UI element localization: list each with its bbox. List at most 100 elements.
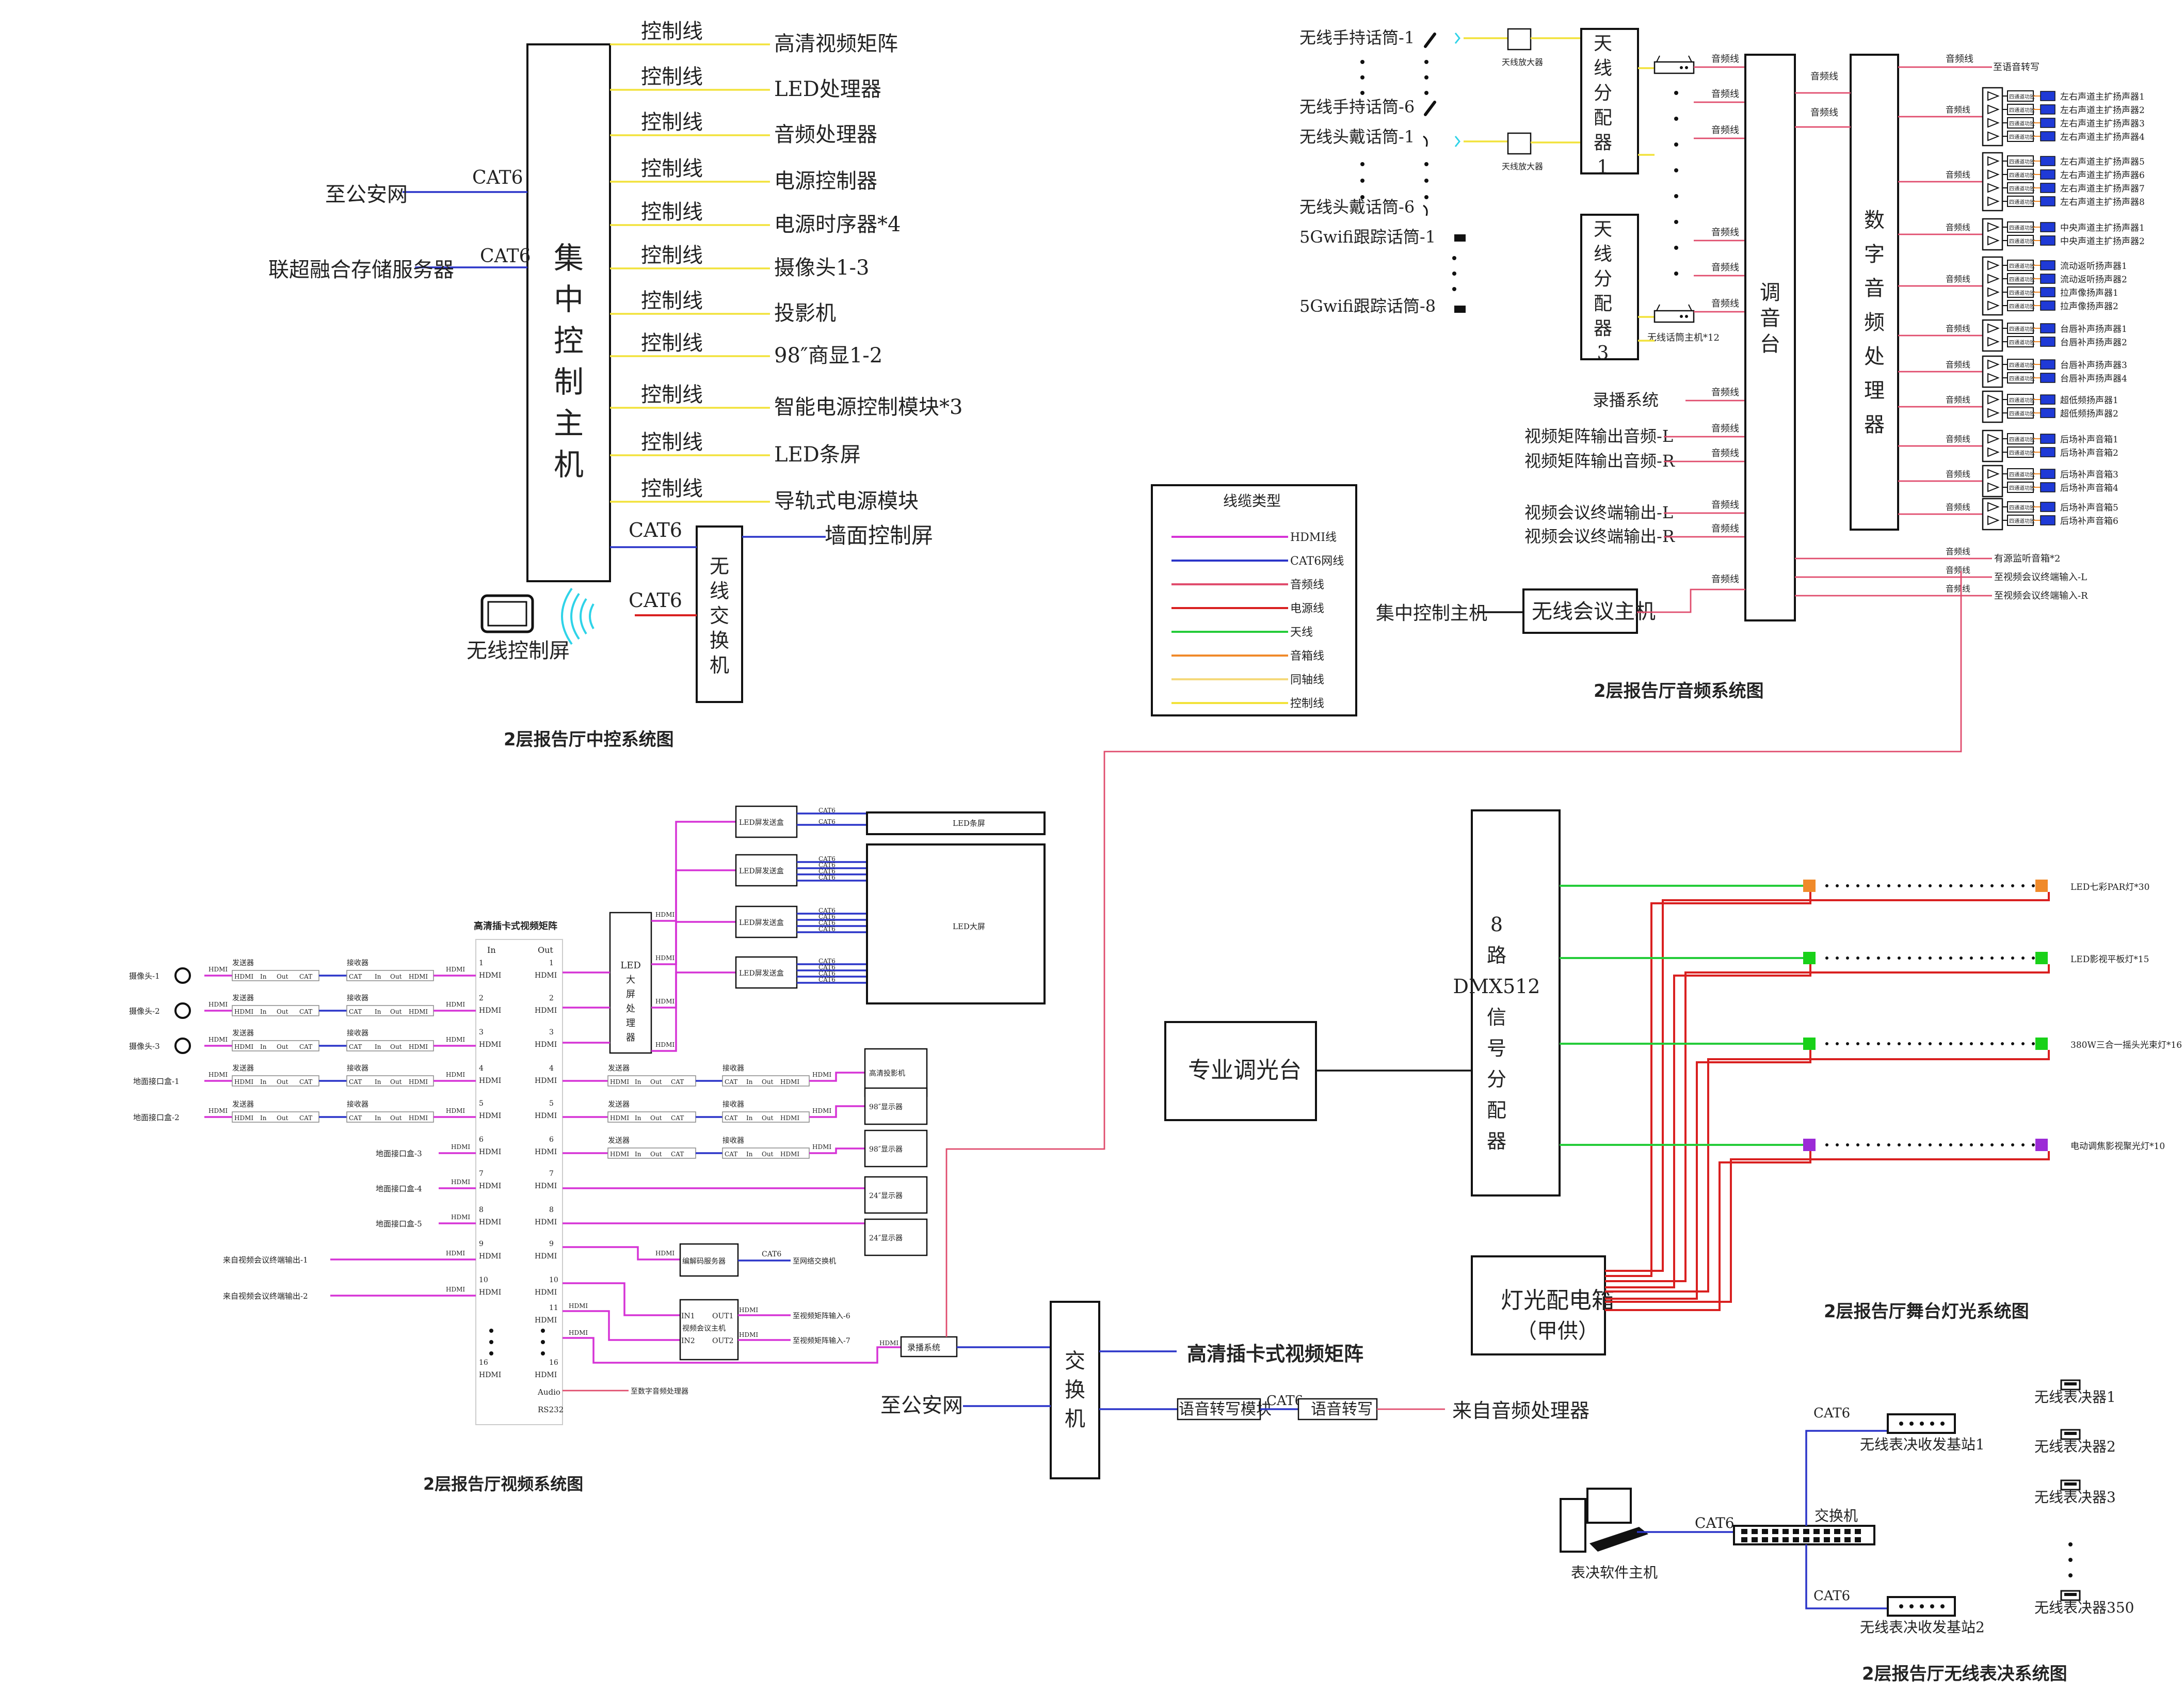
matrix-in-num-6: 7 — [479, 1170, 484, 1178]
out-sender-in-1: In — [635, 1114, 641, 1122]
matrix-ports: 1HDMI2HDMI3HDMI4HDMI5HDMI6HDMI7HDMI8HDMI… — [479, 959, 558, 1379]
dsp-char-5: 理 — [1864, 379, 1885, 403]
speaker-icon-8-1 — [2040, 482, 2055, 492]
speaker-group-line-9: 音频线 — [1946, 502, 1970, 512]
control-line-label-6: 控制线 — [641, 289, 703, 313]
sender-cat-0: CAT — [299, 973, 312, 980]
led-cat6-0-1: CAT6 — [818, 818, 836, 825]
led-cat6-3-1: CAT6 — [818, 964, 836, 971]
dmx-char-1: 路 — [1487, 944, 1506, 967]
splitter1-char-5: 1 — [1597, 157, 1609, 178]
base-station-leds — [1899, 1422, 1945, 1608]
light-fixture-label-3: 电动调焦影视聚光灯*10 — [2070, 1141, 2165, 1152]
receiver-in-0: In — [375, 973, 381, 980]
receiver-cat-1: CAT — [349, 1008, 362, 1015]
to-matrix-input-7-label: 至视频矩阵输入-7 — [793, 1337, 850, 1345]
wireless-switch-char-3: 换 — [710, 629, 729, 652]
receiver-hdmi-2: HDMI — [409, 1043, 428, 1050]
wireless-conference-host — [1522, 588, 1638, 634]
mixer-in-audio-line-1: 音频线 — [1711, 89, 1739, 100]
network-switch-label: 交换机 — [1065, 1349, 1085, 1431]
matrix-out-num-9: 10 — [549, 1276, 558, 1284]
conf-out1-label: OUT1 — [712, 1312, 734, 1320]
amp-channel-7-0: 四通道功放 — [2009, 436, 2035, 443]
to-dsp-label: 至数字音频处理器 — [631, 1387, 688, 1396]
src-hdmi-7: HDMI — [451, 1214, 470, 1221]
rx-hdmi-2: HDMI — [446, 1036, 465, 1043]
lighting-console-label: 专业调光台 — [1188, 1057, 1302, 1083]
matrix-out-hdmi-10: HDMI — [535, 1316, 557, 1325]
speaker-1-1: 左右声道主扩扬声器6 — [2060, 170, 2145, 181]
matrix-in-num-2: 3 — [479, 1028, 484, 1036]
light-fixture-first-2 — [1803, 1038, 1816, 1050]
voting-system-title: 2层报告厅无线表决系统图 — [1862, 1664, 2067, 1684]
legend-item-2: 音频线 — [1290, 579, 1324, 592]
to-matrix-input-6-label: 至视频矩阵输入-6 — [793, 1312, 850, 1320]
splitter3-char-2: 分 — [1594, 268, 1612, 290]
speaker-5-1: 台唇补声扬声器4 — [2060, 374, 2127, 384]
audio-system-title: 2层报告厅音频系统图 — [1594, 681, 1764, 701]
amp-channel-5-1: 四通道功放 — [2009, 375, 2035, 382]
amp-channel-1-3: 四通道功放 — [2009, 199, 2035, 205]
led-cat6-3-3: CAT6 — [818, 976, 836, 983]
speaker-0-0: 左右声道主扩扬声器1 — [2060, 92, 2145, 102]
speaker-icon-4-1 — [2040, 337, 2055, 347]
out-sender-out-2: Out — [650, 1151, 662, 1158]
out-rx-hdmi-1: HDMI — [812, 1107, 831, 1114]
control-device-10: 导轨式电源模块 — [774, 489, 919, 513]
out-receiver-in-2: In — [746, 1151, 753, 1158]
receiver-cat-3: CAT — [349, 1078, 362, 1086]
audio-source-line-2: 音频线 — [1711, 448, 1739, 459]
speaker-icon-0-1 — [2040, 104, 2055, 115]
out-sender-label-0: 发送器 — [608, 1064, 630, 1073]
splitter3-char-1: 线 — [1594, 244, 1612, 265]
tracking-mic-icons — [1454, 234, 1466, 313]
led-cat6-2-3: CAT6 — [818, 926, 836, 933]
receiver-hdmi-1: HDMI — [409, 1008, 428, 1015]
amp-channel-9-0: 四通道功放 — [2009, 504, 2035, 511]
control-line-label-0: 控制线 — [641, 20, 703, 43]
cat6-label-3: CAT6 — [629, 519, 682, 541]
wifi-icon — [561, 587, 595, 645]
audio-source-4: 视频会议终端输出-R — [1524, 527, 1675, 546]
mic-3: 无线头戴话筒-6 — [1299, 197, 1415, 217]
speaker-8-0: 后场补声音箱3 — [2060, 470, 2118, 480]
to-police-network-video-label: 至公安网 — [880, 1394, 963, 1417]
speaker-icon-0-3 — [2040, 131, 2055, 141]
sender-cat-1: CAT — [299, 1008, 312, 1015]
out-receiver-cat-0: CAT — [725, 1078, 737, 1086]
audio-source-1: 视频矩阵输出音频-L — [1524, 426, 1673, 446]
mixer-in-audio-line-3: 音频线 — [1711, 227, 1739, 238]
out-receiver-hdmi-0: HDMI — [780, 1078, 799, 1086]
matrix-in-hdmi-2: HDMI — [479, 1041, 501, 1049]
amp-channel-5-0: 四通道功放 — [2009, 362, 2035, 369]
speaker-1-2: 左右声道主扩扬声器7 — [2060, 184, 2145, 194]
matrix-in-num-1: 2 — [479, 994, 484, 1002]
control-host-char-5: 机 — [554, 447, 584, 482]
video-source-0: 摄像头-1 — [129, 971, 160, 981]
wireless-switch-char-0: 无 — [710, 555, 729, 578]
led-proc-hdmi-0: HDMI — [655, 911, 675, 918]
receiver-label-4: 接收器 — [347, 1100, 368, 1109]
sender-label-4: 发送器 — [232, 1100, 254, 1109]
video-source-2: 摄像头-3 — [129, 1042, 160, 1051]
amp-channel-1-2: 四通道功放 — [2009, 185, 2035, 192]
amp-channel-6-1: 四通道功放 — [2009, 410, 2035, 417]
out-receiver-in-1: In — [746, 1114, 753, 1122]
power-amp-5 — [1982, 355, 2003, 388]
out-sender-hdmi-1: HDMI — [610, 1114, 629, 1122]
wireless-control-screen-label: 无线控制屏 — [467, 639, 570, 663]
sender-out-4: Out — [277, 1114, 288, 1122]
matrix-out-num-7: 8 — [549, 1206, 554, 1214]
matrix-in-hdmi-7: HDMI — [479, 1218, 501, 1226]
splitter-branch-lines — [1638, 154, 1655, 342]
light-fixture-label-2: 380W三合一摇头光束灯*16 — [2070, 1040, 2182, 1050]
lighting-power-box-note: （甲供） — [1516, 1319, 1599, 1343]
led-cat6-2-0: CAT6 — [818, 907, 836, 914]
sender-in-1: In — [260, 1008, 267, 1015]
mixing-console-label: 调音台 — [1760, 281, 1780, 356]
led-sender-3 — [735, 956, 798, 989]
